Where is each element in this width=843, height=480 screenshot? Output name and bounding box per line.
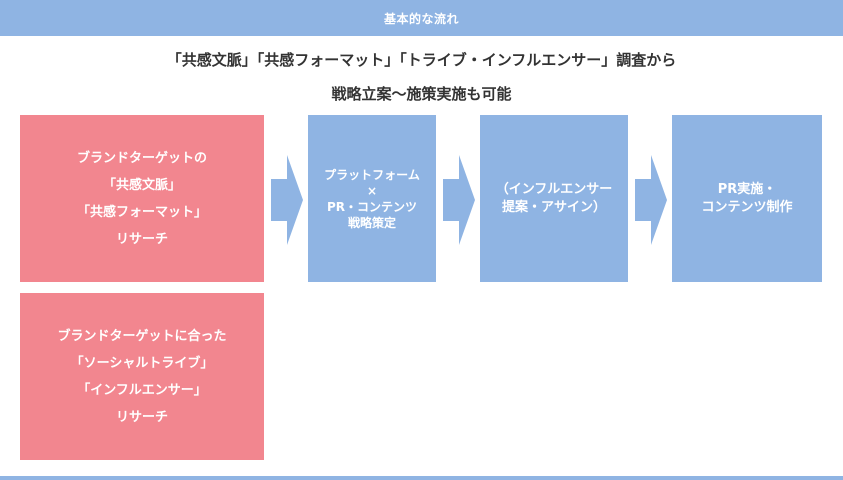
page-title: 基本的な流れ [383,11,459,26]
step-line: 提案・アサイン） [501,199,606,215]
step-line: （インフルエンサー [495,181,613,197]
research-box-line: 「インフルエンサー」 [77,382,207,398]
step-line: 戦略策定 [347,215,396,230]
research-box-line: 「共感フォーマット」 [76,204,207,220]
research-box-line: ブランドターゲットの [76,150,207,166]
arrow-right-icon [443,155,475,245]
research-box-tribe: ブランドターゲットに合った 「ソーシャルトライブ」 「インフルエンサー」 リサー… [20,293,264,460]
step-influencer-proposal: （インフルエンサー 提案・アサイン） [480,115,628,282]
headline-line-2: 戦略立案〜施策実施も可能 [331,85,512,103]
step-line: PR・コンテンツ [326,199,418,214]
headline-line-1: 「共感文脈」「共感フォーマット」「トライブ・インフルエンサー」調査から [166,51,677,69]
arrow-right-icon-shape [635,155,667,245]
step-line: × [366,183,378,198]
research-box-line: 「ソーシャルトライブ」 [70,355,214,371]
arrow-right-icon [635,155,667,245]
arrow-right-icon-shape [443,155,475,245]
research-box-line: リサーチ [115,231,168,247]
step-strategy: プラットフォーム × PR・コンテンツ 戦略策定 [308,115,436,282]
bottom-bar [0,476,843,480]
step-line: PR実施・ [717,181,777,197]
arrow-right-icon-shape [271,155,303,245]
step-line: コンテンツ制作 [701,199,793,215]
arrow-right-icon [271,155,303,245]
step-pr-execution: PR実施・ コンテンツ制作 [672,115,822,282]
research-box-line: リサーチ [115,409,168,425]
top-bar: 基本的な流れ [0,0,843,36]
step-line: プラットフォーム [324,167,420,182]
research-box-empathy: ブランドターゲットの 「共感文脈」 「共感フォーマット」 リサーチ [20,115,264,282]
research-box-line: ブランドターゲットに合った [57,328,227,344]
research-box-line: 「共感文脈」 [102,177,181,193]
